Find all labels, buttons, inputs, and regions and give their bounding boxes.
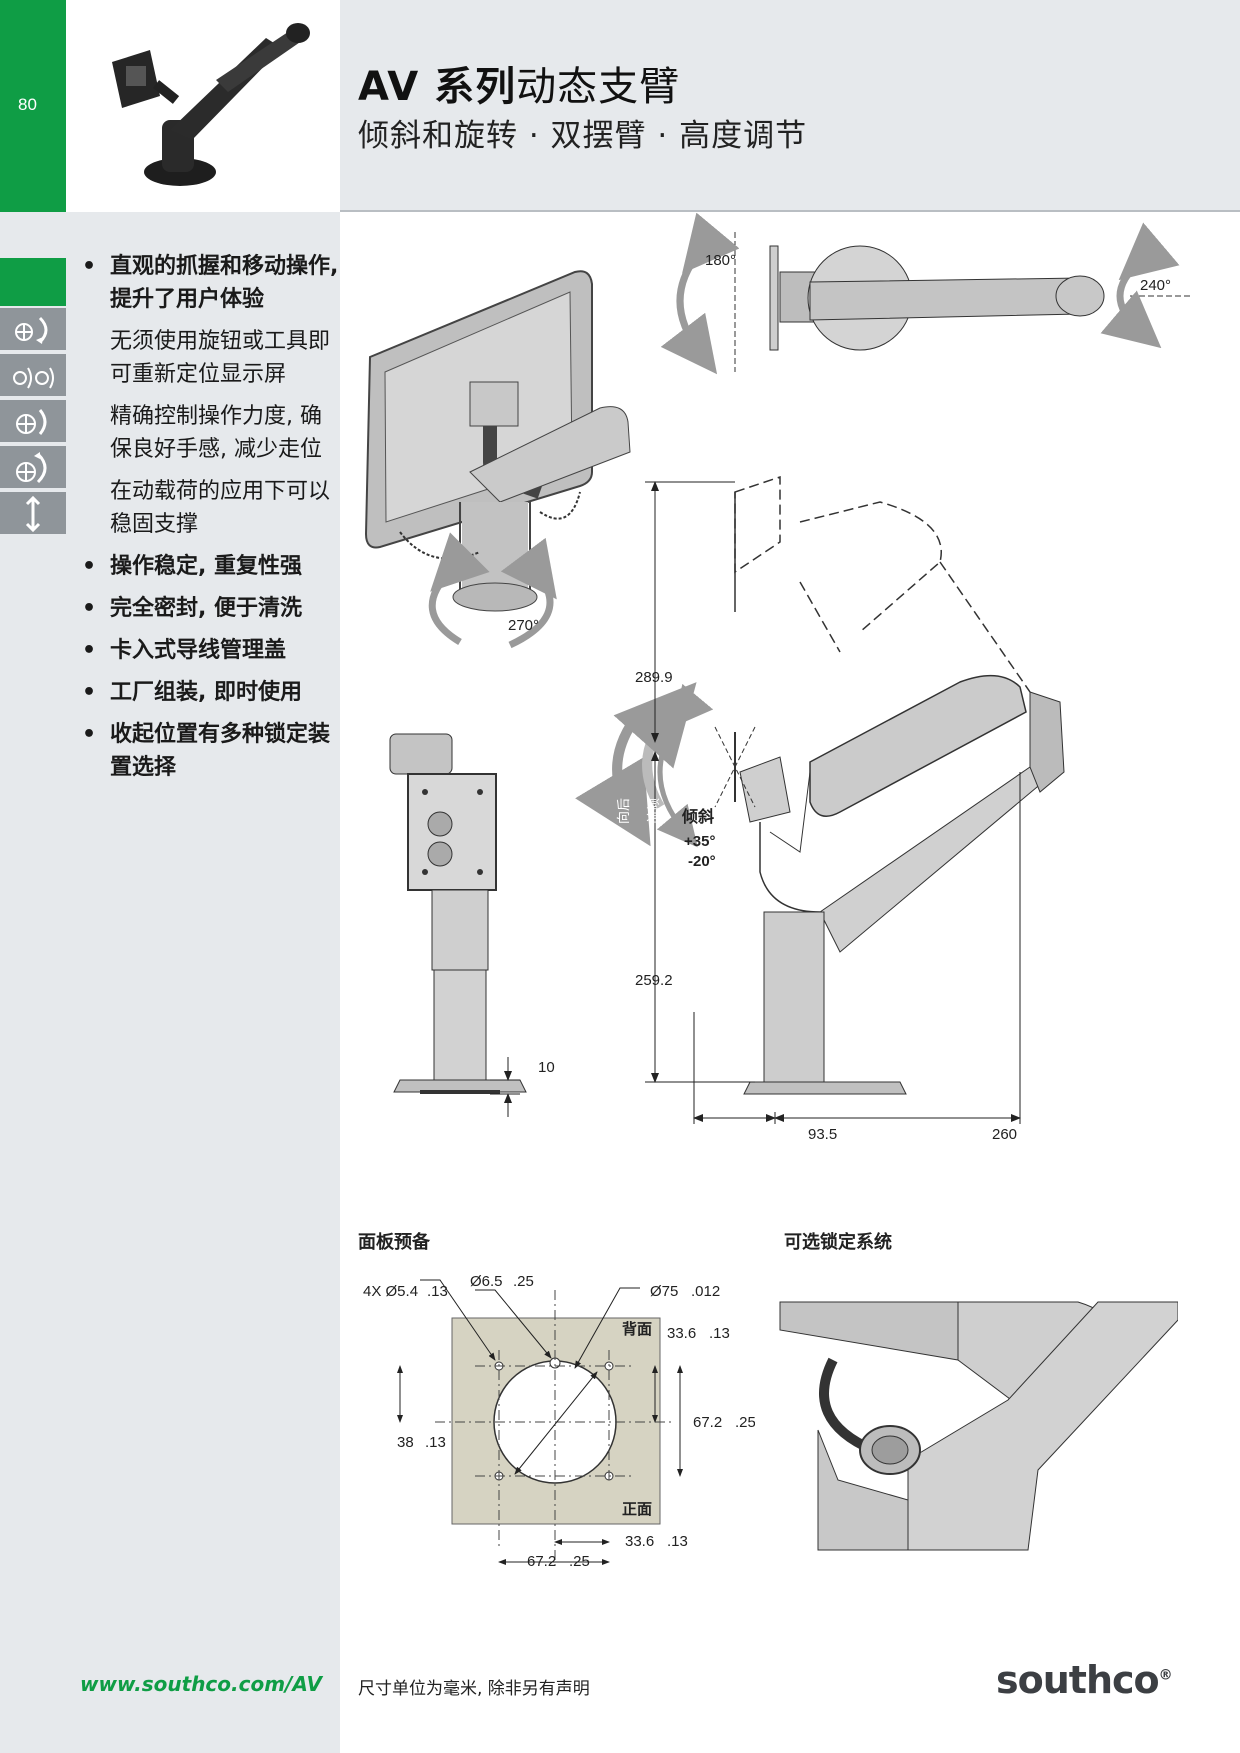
footer-unit-note: 尺寸单位为毫米, 除非另有声明 [358,1679,590,1699]
sidebar-green-marker [0,258,66,306]
hole-center-tol: .25 [513,1273,534,1290]
dim-bottom-h-tol: .25 [569,1553,590,1570]
feature-sub-item: 无须使用旋钮或工具即可重新定位显示屏 [110,329,331,387]
big-hole-tol: .012 [691,1283,720,1300]
feature-item: •工厂组装, 即时使用 [82,680,303,705]
product-photo [66,0,340,212]
dim-bottom-right-tol: .13 [667,1533,688,1550]
header-green-band [0,0,66,212]
hole-center-label: Ø6.5 [470,1273,503,1290]
page-title: AV 系列动态支臂 [358,54,680,112]
lock-system-title: 可选锁定系统 [784,1232,892,1253]
front-label: 正面 [622,1501,652,1518]
panel-prep-title: 面板预备 [358,1232,430,1253]
angle-240-label: 240° [1140,277,1171,294]
dim-top-right-tol: .13 [709,1325,730,1342]
feature-item: •操作稳定, 重复性强 [82,554,303,579]
southco-logo: southco® [996,1658,1173,1702]
dim-reach: 260 [992,1126,1017,1143]
dim-left-v: 38 [397,1434,414,1451]
panel-prep-drawing: 4X Ø5.4 .13 Ø6.5 .25 Ø75 .012 背面 正面 33.6… [363,1273,755,1570]
feature-item: •直观的抓握和移动操作, 提升了用户体验 [82,254,339,312]
double-swing-icon [0,352,66,396]
technical-drawing-area: 180° 240° 270° 10 [364,212,1190,1143]
back-label: 背面 [622,1320,652,1338]
dim-right-v-tol: .25 [735,1414,755,1431]
hole-4x-tol: .13 [427,1283,448,1300]
page-number: 80 [18,95,37,114]
lock-system-drawing [779,1301,1178,1551]
dim-left-v-tol: .13 [425,1434,446,1451]
dim-offset: 93.5 [808,1126,837,1143]
dim-top-right: 33.6 [667,1325,696,1342]
dim-base-label: 10 [538,1059,555,1076]
rotate-icon [0,444,66,488]
tilt-back-arrow-label: 向后 [616,798,631,824]
tilt-icon [0,398,66,442]
isometric-view-drawing [364,270,631,649]
title-series: AV 系列 [358,64,517,110]
side-view-drawing [575,475,1065,1124]
dim-bottom-right: 33.6 [625,1533,654,1550]
feature-item: •收起位置有多种锁定装置选择 [82,722,331,780]
page-subtitle: 倾斜和旋转 · 双摆臂 · 高度调节 [358,118,808,154]
feature-item: •完全密封, 便于清洗 [82,596,303,621]
height-adjust-icon [0,490,66,534]
big-hole-label: Ø75 [650,1283,678,1300]
tilt-label: 倾斜 [681,807,714,826]
front-view-drawing [389,733,527,1117]
footer-url-link[interactable]: www.southco.com/AV [80,1672,322,1696]
tilt-up-angle: +35° [684,833,715,850]
dim-bottom-h: 67.2 [527,1553,556,1570]
dim-right-v: 67.2 [693,1414,722,1431]
feature-item: •卡入式导线管理盖 [82,638,287,663]
tilt-down-angle: -20° [688,853,716,870]
top-view-drawing [660,212,1190,375]
hole-4x-label: 4X Ø5.4 [363,1283,418,1300]
dim-height-lower: 259.2 [635,972,673,989]
tilt-rotate-icon [0,306,66,350]
title-product: 动态支臂 [516,64,681,110]
angle-270-label: 270° [508,617,539,634]
angle-180-label: 180° [705,252,736,269]
feature-list: •直观的抓握和移动操作, 提升了用户体验 无须使用旋钮或工具即可重新定位显示屏 … [80,250,340,793]
header-title-band [340,0,1240,212]
feature-sub-item: 在动载荷的应用下可以稳固支撑 [110,479,331,537]
feature-sub-item: 精确控制操作力度, 确保良好手感, 减少走位 [110,404,322,462]
tilt-forward-arrow-label: 前倾 [646,798,661,824]
product-photo-arm-image [112,23,310,186]
dim-height-upper: 289.9 [635,669,673,686]
